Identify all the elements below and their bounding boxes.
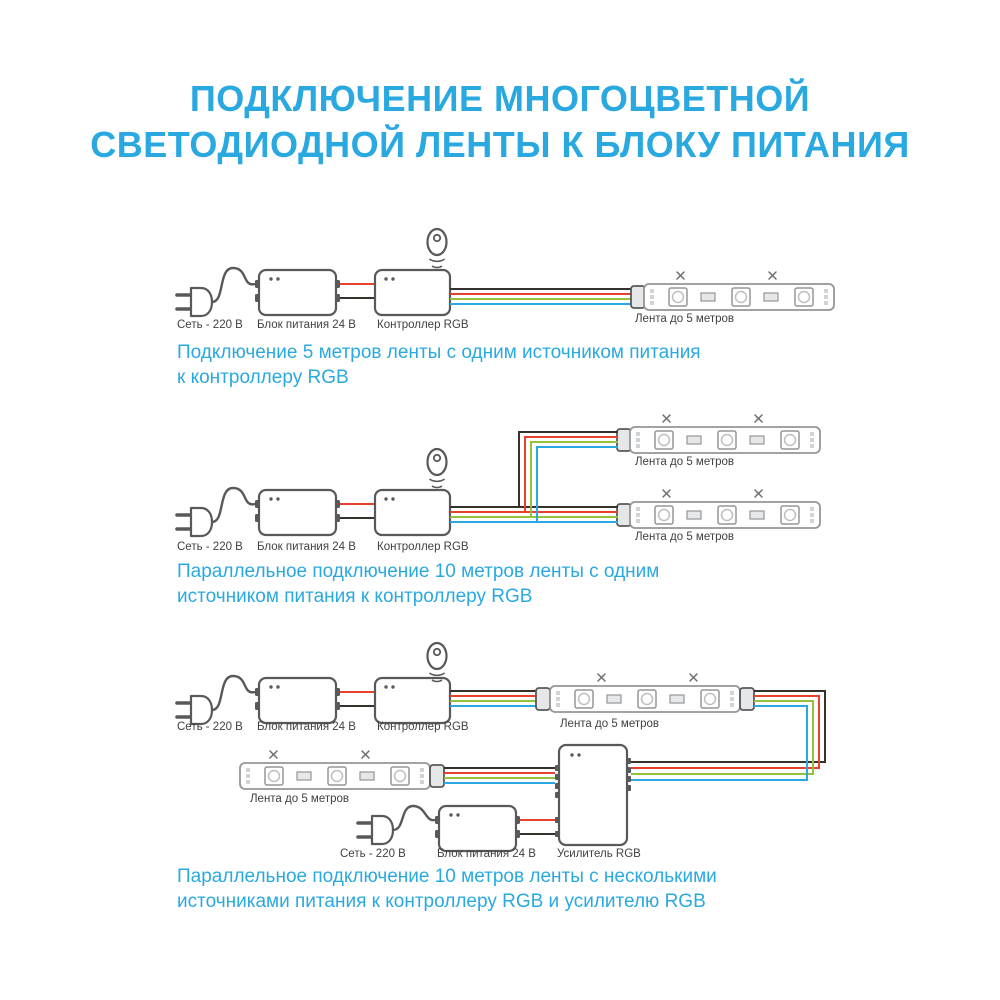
rgb-amplifier-box: [553, 743, 633, 847]
led-strip: [643, 283, 835, 311]
strip-connector: [429, 764, 445, 788]
dc-power-wires: [520, 819, 555, 835]
wire-red: [524, 436, 618, 512]
label-controller: Контроллер RGB: [377, 319, 469, 331]
dc-power-wires: [340, 691, 375, 707]
wire-green: [631, 700, 814, 775]
power-supply-box: [253, 488, 342, 537]
diagram-2-caption: Параллельное подключение 10 метров ленты…: [177, 560, 659, 609]
cut-mark-icon: [676, 271, 685, 280]
ir-remote-icon: [426, 447, 448, 489]
diagram-3-caption: Параллельное подключение 10 метров ленты…: [177, 865, 717, 914]
led-strip: [239, 762, 431, 790]
rgb-wire-bundle: [444, 767, 555, 784]
dc-power-wires: [340, 503, 375, 519]
diagram-amplifier-two-sources: Сеть - 220 В Блок питания 24 В Контролле…: [175, 641, 826, 860]
wire-red: [631, 695, 820, 769]
eu-power-plug-icon: [175, 286, 214, 318]
title-line-1: ПОДКЛЮЧЕНИЕ МНОГОЦВЕТНОЙ: [189, 78, 811, 119]
label-psu-2: Блок питания 24 В: [437, 848, 536, 860]
label-mains: Сеть - 220 В: [177, 721, 243, 733]
strip-connector: [630, 285, 646, 309]
label-mains-2: Сеть - 220 В: [340, 848, 406, 860]
wire-blue: [536, 446, 618, 522]
rgb-wire-loop-to-amplifier: [631, 690, 826, 781]
power-supply-box: [253, 268, 342, 317]
ir-remote-icon: [426, 227, 448, 269]
label-controller: Контроллер RGB: [377, 541, 469, 553]
cut-mark-icon: [662, 489, 671, 498]
wire-blue: [631, 705, 808, 781]
rgb-wire-bundle: [450, 431, 618, 523]
cut-mark-icon: [754, 489, 763, 498]
label-psu: Блок питания 24 В: [257, 721, 356, 733]
label-psu: Блок питания 24 В: [257, 319, 356, 331]
cut-mark-icon: [689, 673, 698, 682]
power-cable: [210, 266, 257, 304]
label-controller: Контроллер RGB: [377, 721, 469, 733]
eu-power-plug-icon: [175, 694, 214, 726]
strip-connector: [535, 687, 551, 711]
label-strip-top: Лента до 5 метров: [635, 456, 734, 468]
dc-power-wires: [340, 283, 375, 299]
cut-mark-icon: [361, 750, 370, 759]
strip-connector: [616, 503, 632, 527]
wire-black: [518, 431, 618, 507]
wire-green: [530, 441, 618, 517]
label-strip-bottom: Лента до 5 метров: [635, 531, 734, 543]
cut-mark-icon: [754, 414, 763, 423]
power-supply-box: [433, 804, 522, 853]
label-mains: Сеть - 220 В: [177, 319, 243, 331]
cut-mark-icon: [269, 750, 278, 759]
label-strip: Лента до 5 метров: [635, 313, 734, 325]
strip-connector: [616, 428, 632, 452]
caption-line: источником питания к контроллеру RGB: [177, 585, 533, 607]
caption-line: к контроллеру RGB: [177, 366, 349, 388]
label-strip-left: Лента до 5 метров: [250, 793, 349, 805]
label-strip-top: Лента до 5 метров: [560, 718, 659, 730]
power-cable: [391, 804, 437, 832]
label-amplifier: Усилитель RGB: [557, 848, 641, 860]
strip-connector: [739, 687, 755, 711]
eu-power-plug-icon: [356, 814, 395, 846]
caption-line: Подключение 5 метров ленты с одним источ…: [177, 342, 701, 363]
label-psu: Блок питания 24 В: [257, 541, 356, 553]
power-cable: [210, 674, 257, 712]
rgb-controller-box: [373, 268, 452, 317]
cut-mark-icon: [597, 673, 606, 682]
diagram-parallel-two-strips: Лента до 5 метров Лента до 5 метров Сеть…: [175, 414, 821, 553]
diagram-single-strip: Сеть - 220 В Блок питания 24 В Контролле…: [175, 227, 835, 331]
wire-black: [631, 690, 826, 763]
rgb-controller-box: [373, 488, 452, 537]
title-line-2: СВЕТОДИОДНОЙ ЛЕНТЫ К БЛОКУ ПИТАНИЯ: [90, 124, 910, 165]
rgb-controller-box: [373, 676, 452, 725]
power-cable: [210, 486, 257, 524]
caption-line: источниками питания к контроллеру RGB и …: [177, 890, 706, 912]
led-strip: [549, 685, 741, 713]
cut-mark-icon: [768, 271, 777, 280]
rgb-wire-bundle: [450, 288, 632, 305]
eu-power-plug-icon: [175, 506, 214, 538]
rgb-wire-bundle: [450, 690, 537, 707]
cut-mark-icon: [662, 414, 671, 423]
ir-remote-icon: [426, 641, 448, 683]
caption-line: Параллельное подключение 10 метров ленты…: [177, 561, 660, 582]
led-strip: [629, 501, 821, 529]
caption-line: Параллельное подключение 10 метров ленты…: [177, 866, 717, 887]
led-strip: [629, 426, 821, 454]
page-title: ПОДКЛЮЧЕНИЕ МНОГОЦВЕТНОЙ СВЕТОДИОДНОЙ ЛЕ…: [0, 76, 1000, 168]
label-mains: Сеть - 220 В: [177, 541, 243, 553]
diagram-1-caption: Подключение 5 метров ленты с одним источ…: [177, 341, 701, 390]
power-supply-box: [253, 676, 342, 725]
